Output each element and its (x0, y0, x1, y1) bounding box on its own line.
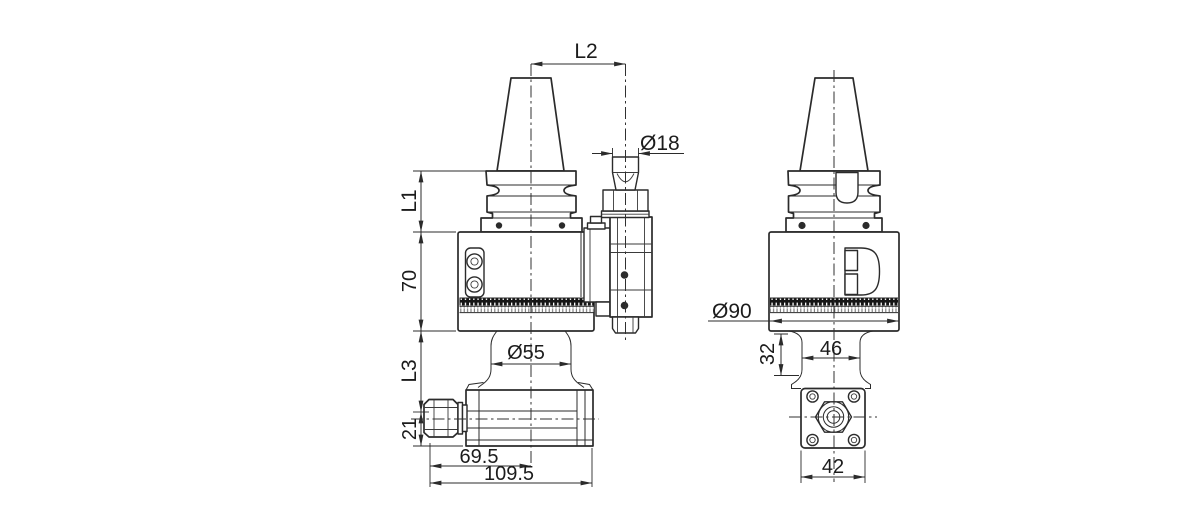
stop-block-screw-dot (620, 271, 629, 279)
collet-nut-facets (424, 399, 458, 437)
face-screw (806, 433, 819, 447)
socket-screw-inner (470, 280, 479, 289)
neck-right-edge (564, 330, 585, 388)
front-view (423, 77, 653, 447)
dimensions-front-view: L2 Ø18 L1 70 L3 21 Ø55 69.5 109.5 (398, 40, 684, 487)
bracket-pad (586, 222, 606, 230)
stop-block-body-lines (610, 217, 652, 317)
flange-screw-dot (862, 221, 870, 230)
flange-screw-dot (495, 222, 503, 229)
graduation-ring-fine (459, 306, 594, 312)
stop-block-body (609, 216, 653, 318)
socket-screw-inner (470, 257, 479, 266)
latch-detail-tab (844, 249, 859, 272)
spindle-housing-front (465, 389, 594, 447)
flange-screw-dot (798, 221, 806, 230)
dim-D55: Ø55 (507, 342, 545, 364)
face-screw-inner (809, 393, 816, 400)
dim-70: 70 (399, 270, 421, 292)
stop-block-bracket (583, 227, 611, 303)
housing-neck-left (788, 330, 803, 389)
graduation-ring-borders (459, 297, 594, 314)
bracket-lower-step (595, 301, 611, 317)
dim-L3: L3 (398, 359, 421, 382)
housing-neck-right (859, 330, 874, 389)
dim-109-5: 109.5 (484, 463, 534, 485)
collet-nut-side (423, 398, 459, 438)
bottom-nut-facets (617, 317, 634, 333)
housing-cap-lines (478, 390, 586, 446)
drive-key-slot (835, 171, 859, 204)
dim-L1: L1 (398, 189, 421, 212)
face-screw (847, 433, 861, 447)
face-screw (806, 390, 819, 403)
flange-screw-dot (558, 222, 566, 229)
housing-shoulder-fillets (465, 382, 594, 391)
face-screw (847, 390, 861, 403)
stop-block-screw-dot (620, 301, 629, 310)
dim-D18: Ø18 (640, 132, 680, 155)
dim-42: 42 (822, 456, 844, 478)
dim-46: 46 (820, 338, 842, 360)
socket-screw (466, 276, 483, 293)
bracket-screw-head (589, 215, 603, 224)
socket-screw (466, 253, 483, 270)
face-screw-inner (850, 393, 858, 400)
neck-left-edge (477, 330, 498, 388)
spindle-bore-lines (467, 410, 577, 429)
graduation-ring-coarse (459, 298, 594, 306)
latch-detail-tab (844, 273, 859, 296)
face-screw-inner (809, 436, 816, 444)
dim-21: 21 (399, 418, 421, 440)
dim-69-5: 69.5 (460, 446, 499, 468)
dim-32: 32 (757, 343, 779, 365)
dim-L2: L2 (574, 40, 597, 63)
face-screw-inner (850, 436, 858, 444)
collet-nut-washer (461, 404, 468, 433)
hex-nut-facets (613, 190, 638, 211)
dimensions-side-view: Ø90 32 46 42 (708, 300, 899, 483)
dim-D90: Ø90 (712, 300, 752, 323)
